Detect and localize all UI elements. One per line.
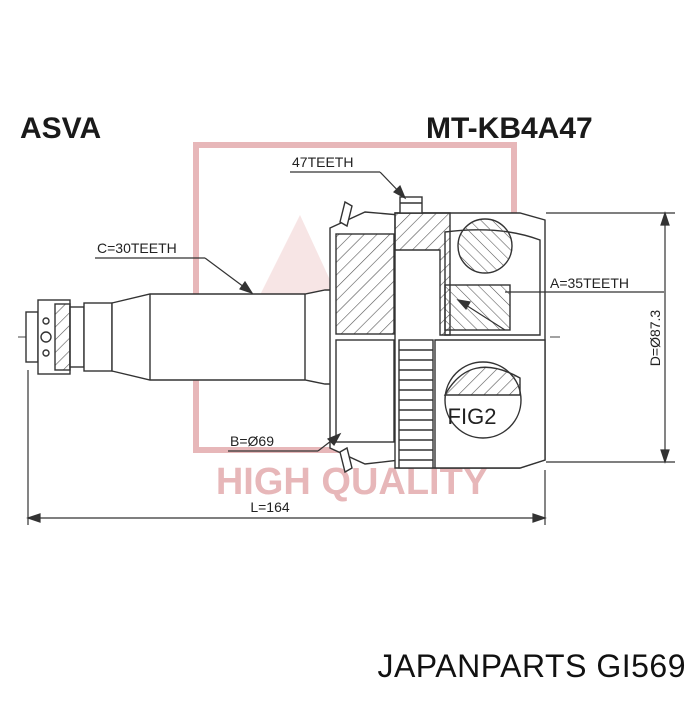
leader-inner-teeth bbox=[456, 291, 664, 331]
label-inner-teeth: A=35TEETH bbox=[550, 275, 629, 291]
cage-ball bbox=[457, 218, 513, 274]
axle-shaft bbox=[111, 289, 336, 385]
dimension-l bbox=[26, 370, 547, 525]
label-diameter-d: D=Ø87.3 bbox=[647, 310, 663, 367]
label-length: L=164 bbox=[250, 499, 290, 515]
dimension-d bbox=[546, 211, 675, 464]
footer-caption: JAPANPARTS GI569 bbox=[377, 648, 686, 684]
label-diameter-b: B=Ø69 bbox=[230, 433, 274, 449]
outer-housing bbox=[394, 196, 546, 469]
shaft-end bbox=[25, 299, 113, 375]
leader-outer-teeth bbox=[290, 171, 407, 200]
label-fig2: FIG2 bbox=[448, 404, 497, 429]
leader-diameter-b bbox=[228, 432, 342, 452]
label-shaft-teeth: C=30TEETH bbox=[97, 240, 177, 256]
label-outer-teeth: 47TEETH bbox=[292, 154, 353, 170]
boot-flange bbox=[329, 200, 401, 474]
part-number-title: MT-KB4A47 bbox=[426, 112, 593, 145]
abs-ring bbox=[398, 339, 434, 469]
brand-title: ASVA bbox=[20, 112, 102, 145]
leader-shaft-teeth bbox=[95, 257, 254, 295]
